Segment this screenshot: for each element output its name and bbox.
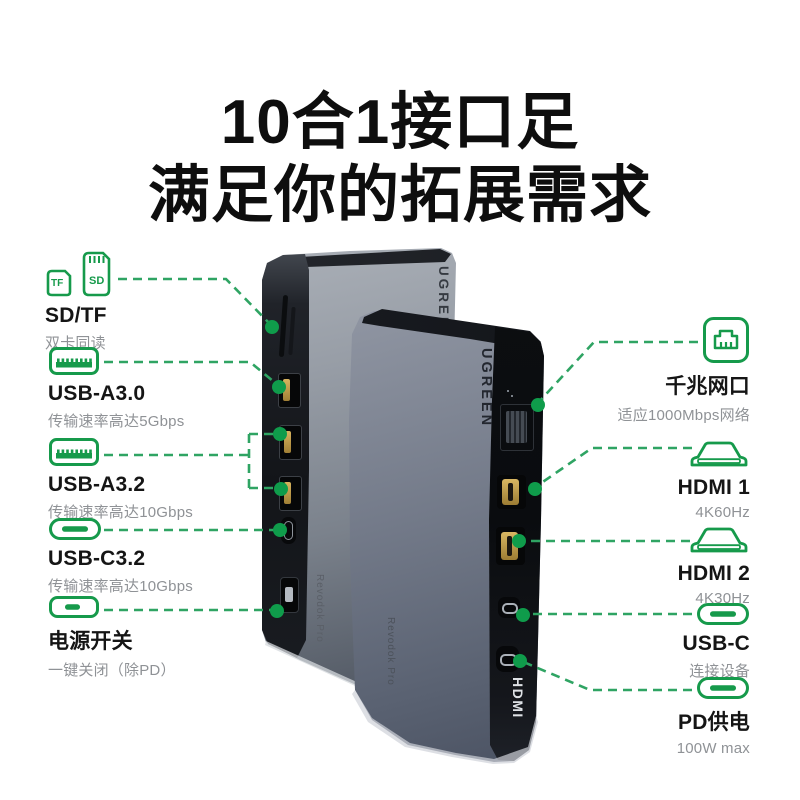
sd-card-icon: SD <box>82 251 111 297</box>
page-title: 10合1接口足 满足你的拓展需求 <box>0 86 800 232</box>
line-pd <box>520 659 692 692</box>
antenna-dots <box>505 389 515 399</box>
label-name: USB-C3.2 <box>48 547 146 570</box>
label-group-ethernet: 千兆网口 适应1000Mbps网络 <box>618 316 750 425</box>
label-desc: 4K60Hz <box>695 504 750 521</box>
label-name: 千兆网口 <box>665 375 750 398</box>
usb-a-icon <box>48 346 184 376</box>
label-desc: 传输速率高达10Gbps <box>48 578 193 595</box>
label-name: HDMI 1 <box>677 476 750 499</box>
title-line-1: 10合1接口足 <box>220 88 580 157</box>
label-desc: 100W max <box>676 740 750 757</box>
label-name: USB-A3.2 <box>48 473 146 496</box>
title-line-2: 满足你的拓展需求 <box>147 161 652 231</box>
usb-c-icon <box>696 602 750 626</box>
ethernet-port <box>500 404 534 451</box>
hdmi-icon <box>688 436 750 470</box>
leader-dots <box>265 320 545 668</box>
label-name: 电源开关 <box>48 630 133 653</box>
label-name: USB-A3.0 <box>48 382 146 405</box>
label-group-usbc: USB-C 连接设备 <box>683 602 751 681</box>
label-desc: 一键关闭（除PD） <box>48 662 176 679</box>
label-group-sdtf: TF SD SD/TF 双卡同读 <box>45 250 119 353</box>
label-group-power: 电源开关 一键关闭（除PD） <box>48 595 176 680</box>
label-group-hdmi2: HDMI 2 4K30Hz <box>678 522 750 607</box>
power-switch <box>280 577 299 613</box>
label-group-hdmi1: HDMI 1 4K60Hz <box>678 436 750 521</box>
label-desc: 4K30Hz <box>695 590 750 607</box>
hdmi-icon <box>688 522 750 556</box>
power-switch-icon <box>48 595 176 619</box>
line-hdmi1 <box>533 446 692 490</box>
svg-text:SD: SD <box>89 275 104 287</box>
label-desc: 连接设备 <box>689 663 750 680</box>
ethernet-icon <box>702 316 750 364</box>
label-group-usbc32: USB-C3.2 传输速率高达10Gbps <box>48 517 193 596</box>
usb-c-port-front-1 <box>498 597 520 618</box>
tf-card-icon: TF <box>46 269 72 297</box>
label-name: SD/TF <box>45 304 107 327</box>
line-usba30 <box>104 360 280 388</box>
label-name: HDMI 2 <box>677 562 750 585</box>
usb-c-icon <box>48 517 193 541</box>
hdmi-port-1 <box>497 475 526 509</box>
label-desc: 传输速率高达10Gbps <box>48 504 193 521</box>
label-group-pd: PD供电 100W max <box>677 676 750 757</box>
usb-c-icon <box>696 676 750 700</box>
line-sdtf <box>118 277 273 327</box>
label-desc: 传输速率高达5Gbps <box>48 413 185 430</box>
line-ethernet <box>536 340 698 405</box>
label-name: USB-C <box>682 632 750 655</box>
label-group-usba32: USB-A3.2 传输速率高达10Gbps <box>48 437 193 522</box>
usb-a-icon <box>48 437 193 467</box>
label-name: PD供电 <box>678 711 750 734</box>
svg-text:TF: TF <box>51 278 63 289</box>
label-desc: 适应1000Mbps网络 <box>617 407 750 424</box>
label-group-usba30: USB-A3.0 传输速率高达5Gbps <box>48 346 184 431</box>
